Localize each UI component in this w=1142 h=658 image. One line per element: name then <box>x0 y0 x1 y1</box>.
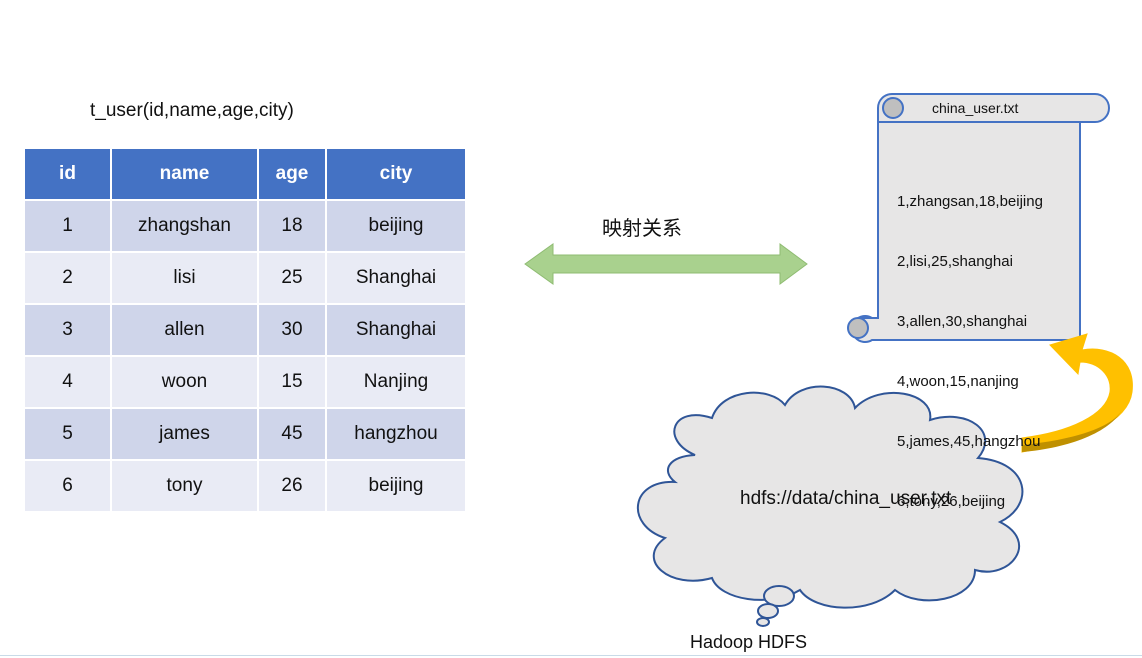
cell-name: james <box>110 407 259 461</box>
cell-city: Nanjing <box>325 355 467 409</box>
cell-name: lisi <box>110 251 259 305</box>
table-row: 1 zhangshan 18 beijing <box>23 199 467 253</box>
cell-name: zhangshan <box>110 199 259 253</box>
file-line: 6,tony,26,beijing <box>897 493 1006 510</box>
file-name: china_user.txt <box>932 100 1019 116</box>
table-row: 4 woon 15 Nanjing <box>23 355 467 409</box>
cell-city: Shanghai <box>325 251 467 305</box>
table-row: 2 lisi 25 Shanghai <box>23 251 467 305</box>
cell-age: 18 <box>257 199 327 253</box>
header-age: age <box>257 147 327 201</box>
file-line: 3,allen,30,shanghai <box>897 313 1028 330</box>
header-name: name <box>110 147 259 201</box>
cell-id: 2 <box>23 251 112 305</box>
hadoop-hdfs-label: Hadoop HDFS <box>690 632 808 652</box>
double-arrow-icon <box>524 243 808 285</box>
user-table: id name age city 1 zhangshan 18 beijing … <box>23 147 467 513</box>
scroll-icon <box>847 93 1110 343</box>
table-header-row: id name age city <box>23 147 467 201</box>
cloud-icon <box>637 385 1024 627</box>
cell-age: 25 <box>257 251 327 305</box>
cell-city: Shanghai <box>325 303 467 357</box>
cell-id: 1 <box>23 199 112 253</box>
table-row: 5 james 45 hangzhou <box>23 407 467 461</box>
cell-city: beijing <box>325 459 467 513</box>
cell-id: 6 <box>23 459 112 513</box>
cell-city: hangzhou <box>325 407 467 461</box>
table-row: 3 allen 30 Shanghai <box>23 303 467 357</box>
table-row: 6 tony 26 beijing <box>23 459 467 513</box>
hdfs-path: hdfs://data/china_user.txt <box>740 488 952 509</box>
curved-arrow-icon <box>1021 333 1133 453</box>
file-line: 4,woon,15,nanjing <box>897 373 1019 390</box>
file-line: 1,zhangsan,18,beijing <box>897 193 1043 210</box>
file-line: 5,james,45,hangzhou <box>897 433 1041 450</box>
bottom-divider <box>0 655 1142 656</box>
cell-id: 4 <box>23 355 112 409</box>
cell-age: 15 <box>257 355 327 409</box>
cell-city: beijing <box>325 199 467 253</box>
cell-name: woon <box>110 355 259 409</box>
cell-name: allen <box>110 303 259 357</box>
mapping-label: 映射关系 <box>602 218 682 240</box>
cell-age: 26 <box>257 459 327 513</box>
cell-age: 30 <box>257 303 327 357</box>
cell-id: 5 <box>23 407 112 461</box>
cell-id: 3 <box>23 303 112 357</box>
header-city: city <box>325 147 467 201</box>
table-title: t_user(id,name,age,city) <box>90 100 294 121</box>
cell-age: 45 <box>257 407 327 461</box>
file-line: 2,lisi,25,shanghai <box>897 253 1013 270</box>
file-content: 1,zhangsan,18,beijing 2,lisi,25,shanghai… <box>897 152 1043 532</box>
header-id: id <box>23 147 112 201</box>
cell-name: tony <box>110 459 259 513</box>
